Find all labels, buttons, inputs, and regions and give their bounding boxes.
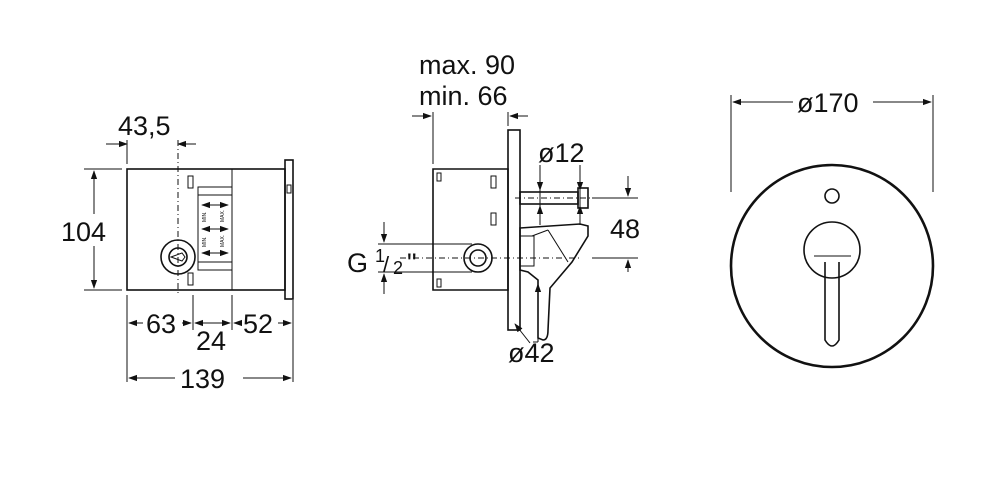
dim-right-52: 52: [243, 309, 273, 339]
dim-total-139: 139: [180, 364, 225, 394]
svg-text:/: /: [383, 252, 390, 277]
wall-plate: [507, 129, 521, 331]
dim-depth-max: max. 90: [419, 50, 515, 80]
handle-lever: [824, 262, 840, 347]
handle-hub: [803, 221, 861, 279]
dim-base-dia: ø42: [508, 338, 555, 368]
box-flange: [284, 159, 294, 300]
scale-label-max-1: MAX.: [220, 210, 226, 222]
scale-label-min-2: MIN.: [202, 236, 208, 247]
dim-plate-dia: ø170: [797, 88, 859, 118]
cover-plate-view: ø170: [729, 88, 935, 369]
dim-stem-dia: ø12: [538, 138, 585, 168]
dim-height-104: 104: [61, 217, 106, 247]
dim-depth-min: min. 66: [419, 81, 508, 111]
thread-numerator: 1: [375, 246, 385, 266]
thread-denominator: 2: [393, 258, 403, 278]
scale-label-max-2: MAX.: [220, 235, 226, 247]
scale-label-min-1: MIN.: [202, 211, 208, 222]
handle: [519, 223, 589, 341]
box-side-view: max. 90 min. 66 ø12 48 G 1 / 2 " ø42: [347, 50, 640, 368]
box-front-view: MIN. MAX. MIN. MAX. 43,5 104 63 24 52: [61, 111, 294, 394]
diverter-hole: [824, 188, 840, 204]
dim-left-63: 63: [146, 309, 176, 339]
dim-offset-48: 48: [610, 214, 640, 244]
cover-plate-circle: [729, 163, 935, 369]
thread-label-g: G: [347, 248, 368, 278]
dim-mid-24: 24: [196, 326, 226, 356]
thread-quote: ": [407, 248, 417, 278]
dim-offset-43: 43,5: [118, 111, 171, 141]
scale-window: [197, 186, 233, 271]
